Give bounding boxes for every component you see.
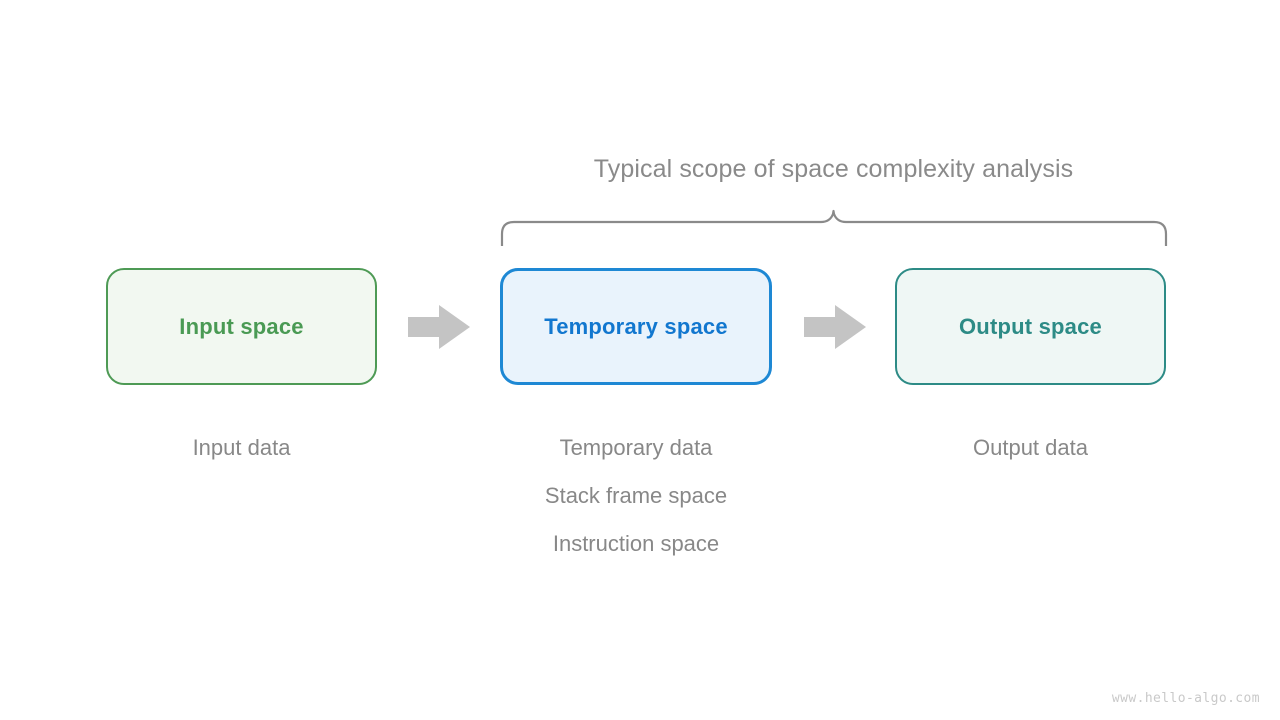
scope-brace-icon <box>500 209 1168 246</box>
box-input-space-label: Input space <box>179 313 304 339</box>
caption-group-input: Input data <box>106 424 377 472</box>
arrow-right-icon-1 <box>408 305 470 349</box>
caption-temporary-data: Temporary data <box>559 435 713 460</box>
watermark: www.hello-algo.com <box>1111 691 1260 706</box>
box-temporary-space: Temporary space <box>500 268 772 385</box>
caption-input-data: Input data <box>192 435 291 460</box>
caption-group-temporary: Temporary data Stack frame space Instruc… <box>500 424 772 568</box>
scope-title: Typical scope of space complexity analys… <box>593 155 1074 183</box>
caption-group-output: Output data <box>895 424 1166 472</box>
box-temporary-space-label: Temporary space <box>544 313 728 339</box>
box-input-space: Input space <box>106 268 377 385</box>
caption-instruction-space: Instruction space <box>552 531 720 556</box>
box-output-space-label: Output space <box>959 313 1102 339</box>
caption-output-data: Output data <box>973 435 1088 460</box>
caption-stack-frame-space: Stack frame space <box>544 483 728 508</box>
arrow-right-icon-2 <box>804 305 866 349</box>
box-output-space: Output space <box>895 268 1166 385</box>
